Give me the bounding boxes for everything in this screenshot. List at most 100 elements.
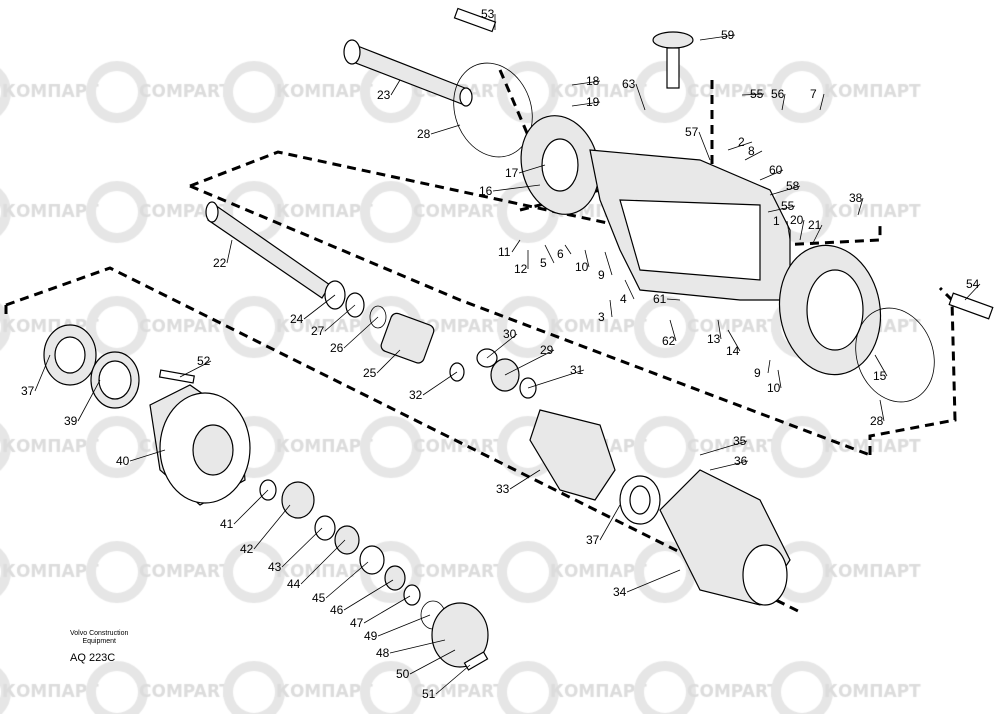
leader-line [77,379,101,422]
part-callout-31: 31 [570,363,584,377]
leader-line [34,354,51,392]
part-callout-28: 28 [870,414,884,428]
leader-line [377,614,431,637]
leader-line [435,664,471,695]
leader-line [343,316,379,349]
leader-line [303,294,336,320]
part-callout-54: 54 [966,277,980,291]
part-callout-57: 57 [685,125,699,139]
leader-line [486,333,518,359]
leader-line [626,569,681,593]
part-callout-30: 30 [503,327,517,341]
part-callout-47: 47 [350,616,364,630]
leader-line [777,369,782,389]
dashed-boundaries [4,69,957,614]
leader-line [430,124,461,135]
part-callout-36: 36 [734,454,748,468]
part-callout-37: 37 [586,533,600,547]
part-callout-17: 17 [505,166,519,180]
part-callout-45: 45 [312,591,326,605]
part-callout-56: 56 [771,87,785,101]
leader-line [669,319,677,342]
part-callout-33: 33 [496,482,510,496]
part-callout-20: 20 [790,213,804,227]
part-callout-25: 25 [363,366,377,380]
leader-line [874,354,888,377]
leader-line [584,249,590,268]
part-callout-22: 22 [213,256,227,270]
part-callout-35: 35 [733,434,747,448]
leader-line [599,504,621,541]
part-callout-18: 18 [586,74,600,88]
leader-line [527,369,585,389]
leader-line [781,93,786,111]
part-callout-49: 49 [364,629,378,643]
part-callout-15: 15 [873,369,887,383]
leader-lines [34,14,981,695]
part-callout-40: 40 [116,454,130,468]
leader-line [324,304,356,332]
part-callout-19: 19 [586,95,600,109]
leader-line [129,449,166,462]
part-callout-60: 60 [769,163,783,177]
part-callout-61: 61 [653,292,667,306]
leader-line [799,219,805,241]
leader-line [769,185,801,196]
part-callout-55: 55 [750,87,764,101]
leader-line [767,205,796,213]
part-callout-5: 5 [540,256,547,270]
part-callout-8: 8 [748,144,755,158]
part-callout-27: 27 [311,324,325,338]
part-callout-32: 32 [409,388,423,402]
leader-line [609,299,613,318]
part-callout-53: 53 [481,7,495,21]
part-callout-9: 9 [598,268,605,282]
part-callout-21: 21 [808,218,822,232]
part-callout-50: 50 [396,667,410,681]
part-callout-55: 55 [781,199,795,213]
leader-line [281,527,323,568]
leader-line [389,639,446,654]
drawing-footer: Volvo Construction Equipment AQ 223C [70,630,128,665]
maker-line-1: Volvo Construction [70,630,129,637]
part-callout-51: 51 [422,687,436,701]
part-callout-29: 29 [540,343,554,357]
part-callout-11: 11 [498,245,511,259]
leader-line [179,360,212,378]
part-callout-9: 9 [754,366,761,380]
leader-line [879,399,885,422]
leader-line [300,539,346,585]
part-callout-4: 4 [620,292,627,306]
part-callout-52: 52 [197,354,211,368]
leader-line [226,239,233,264]
part-callout-26: 26 [330,341,344,355]
leader-line [253,504,291,550]
leader-line [564,244,572,255]
part-callout-16: 16 [479,184,493,198]
leader-line [343,579,394,611]
leader-line [727,329,741,352]
part-callout-44: 44 [287,577,301,591]
maker-line-2: Equipment [82,638,116,645]
leader-line [604,251,613,276]
part-callout-12: 12 [514,262,528,276]
part-callout-46: 46 [330,603,344,617]
part-callout-1: 1 [773,214,780,228]
leader-line [717,319,722,340]
leader-line [699,34,736,41]
part-callout-58: 58 [786,179,800,193]
leader-line [759,169,784,181]
leader-line [727,141,753,151]
leader-line [544,244,555,264]
leader-line [741,93,765,96]
part-callout-24: 24 [290,312,304,326]
part-callout-37: 37 [21,384,35,398]
part-callout-28: 28 [417,127,431,141]
part-callout-14: 14 [726,344,740,358]
part-callout-38: 38 [849,191,863,205]
leader-line [698,131,711,161]
part-callout-7: 7 [810,87,817,101]
